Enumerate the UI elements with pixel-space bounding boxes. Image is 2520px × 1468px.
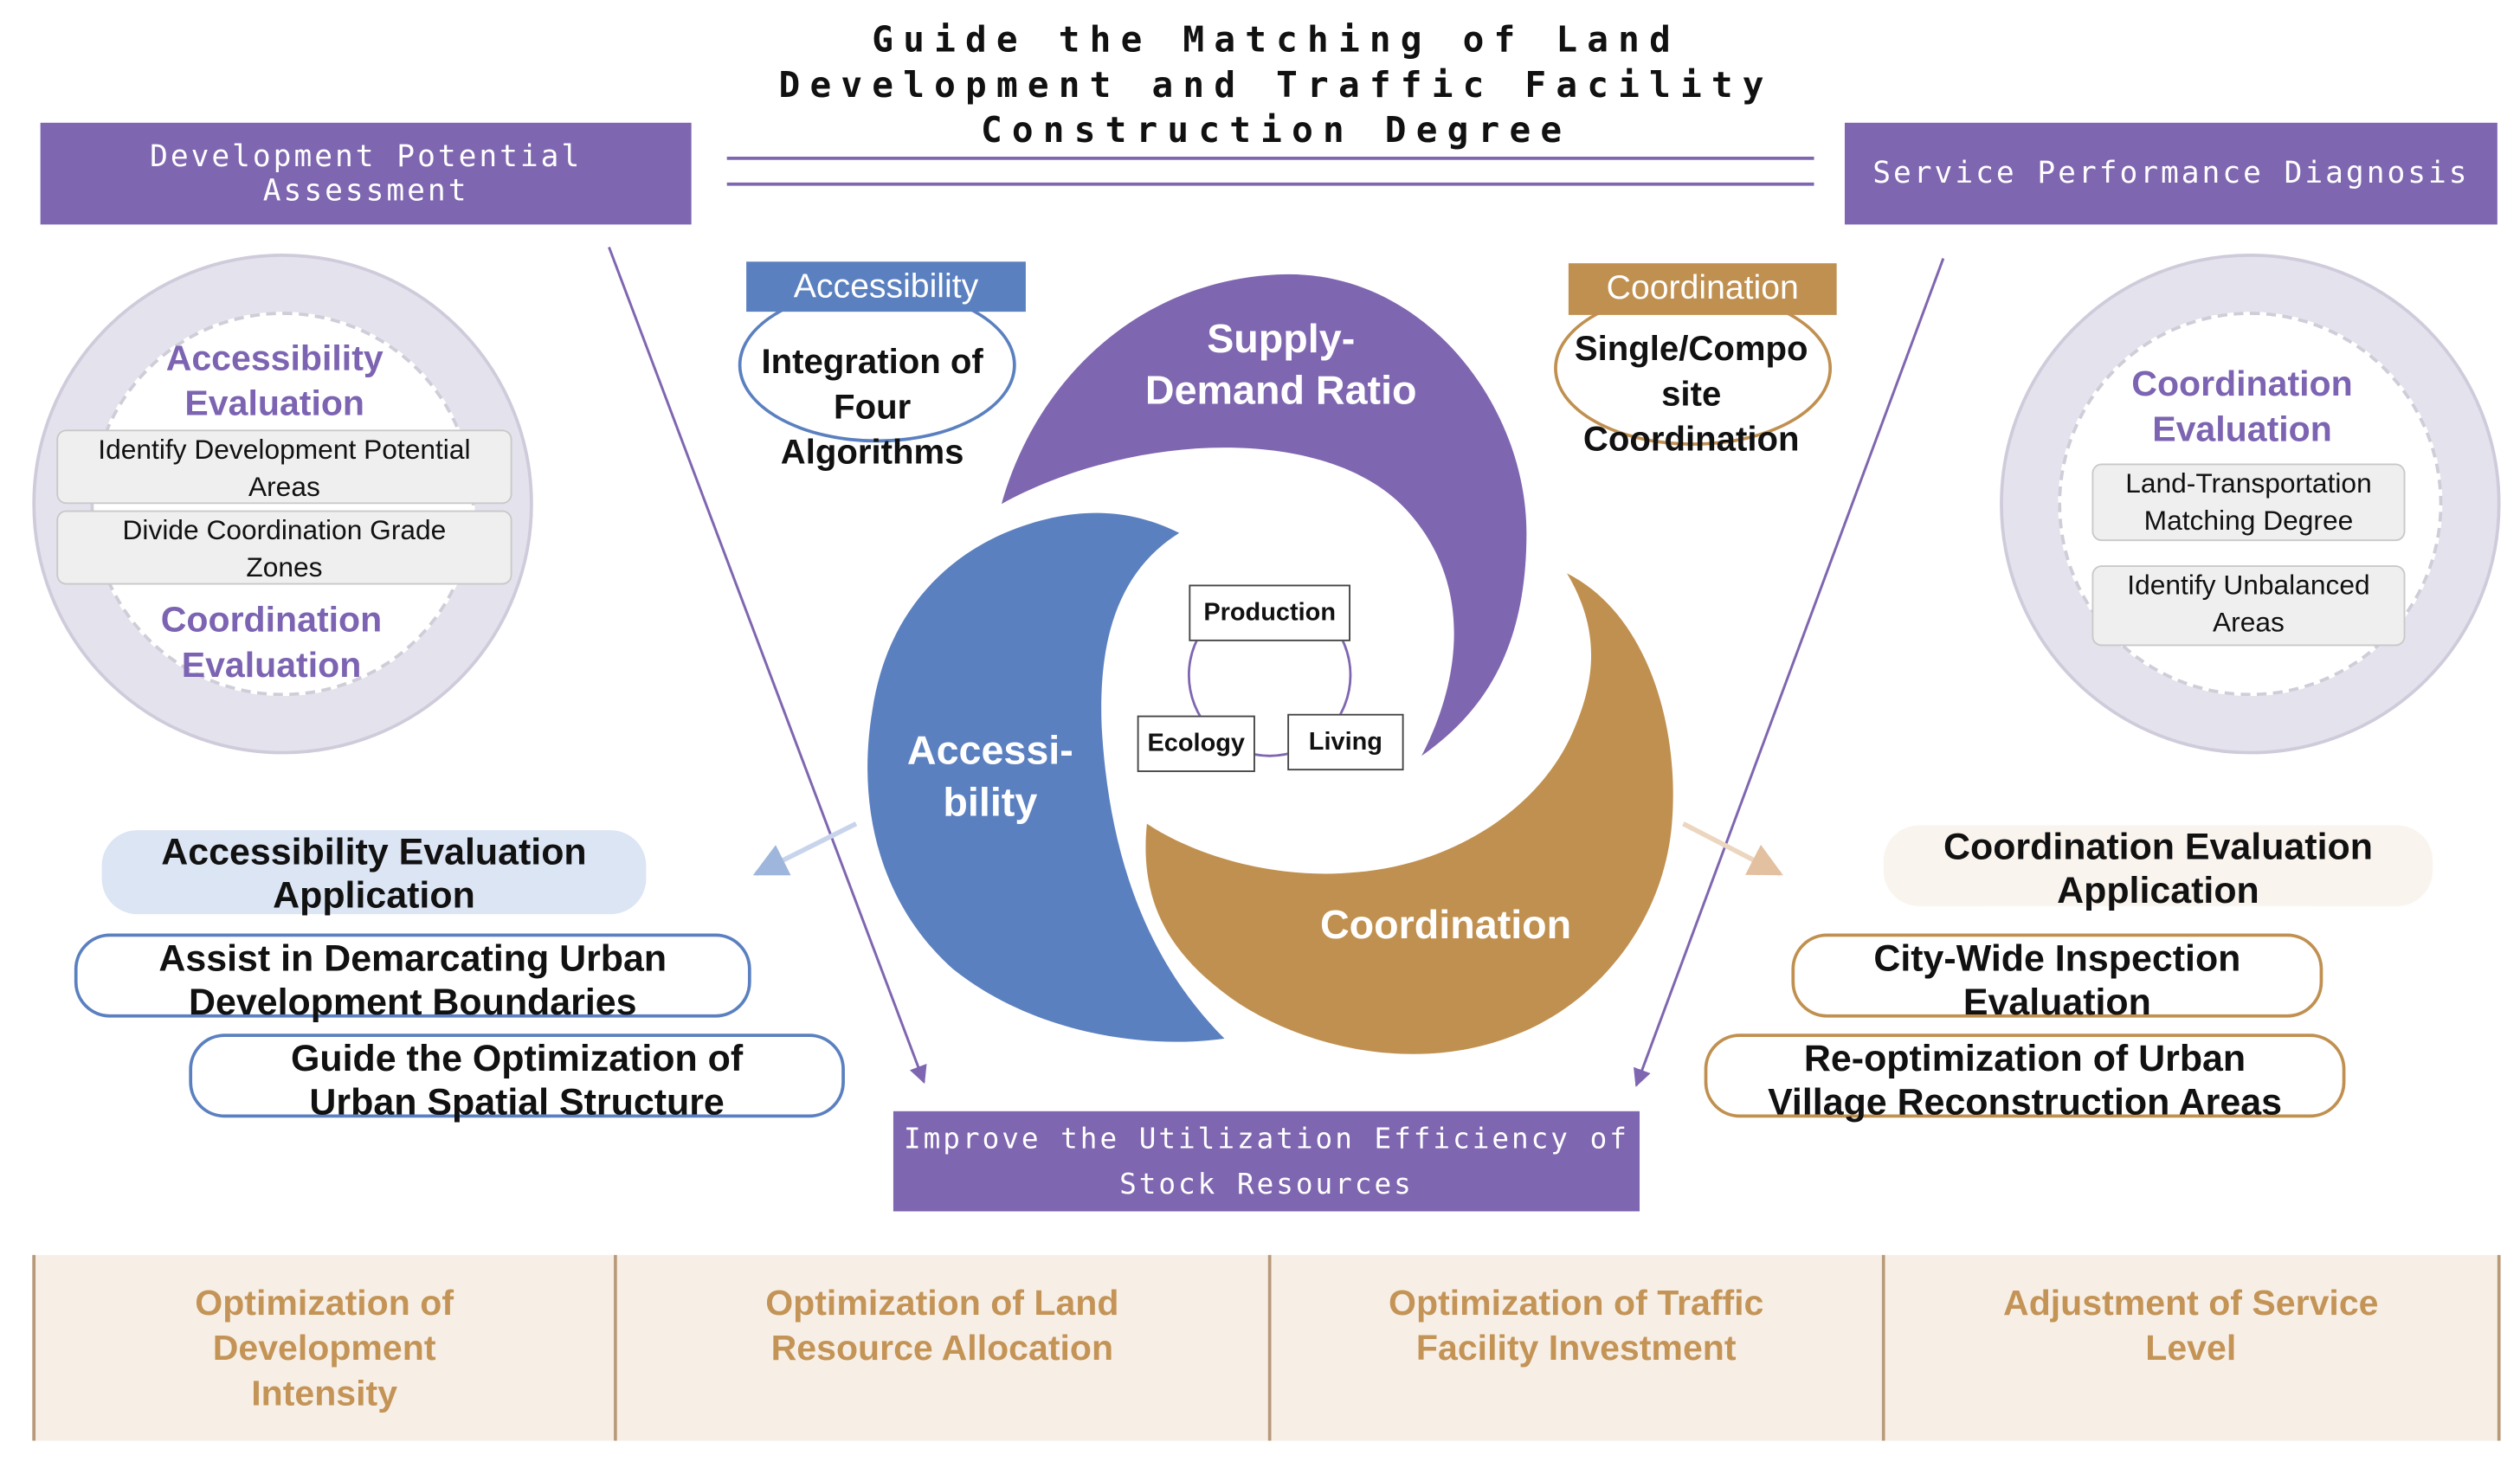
identify-potential-box: Identify Development Potential Areas	[56, 429, 512, 505]
divide-zones-box: Divide Coordination Grade Zones	[56, 510, 512, 585]
single-composite-text: Single/Compo site Coordination	[1574, 329, 1808, 459]
bottom-cell-service-level: Adjustment of Service Level	[1884, 1254, 2501, 1441]
left-diagonal-arrow	[608, 246, 927, 1085]
urban-village-item: Re-optimization of Urban Village Reconst…	[1704, 1033, 2346, 1123]
left-accessibility-evaluation-title: Accessibility Evaluation	[165, 337, 383, 423]
left-small-arrow	[752, 821, 858, 877]
left-evaluation-inner	[90, 312, 475, 697]
four-algorithms-text: Integration of Four Algorithms	[761, 342, 983, 472]
coordination-tag: Coordination	[1568, 263, 1837, 315]
bottom-row: Optimization of Development Intensity Op…	[32, 1254, 2501, 1441]
spatial-structure-item: Guide the Optimization of Urban Spatial …	[189, 1033, 845, 1123]
right-small-arrow	[1682, 821, 1783, 876]
coordination-label: Coordination	[1319, 903, 1572, 949]
right-diagonal-arrow	[1634, 258, 1945, 1087]
living-node: Living	[1287, 713, 1404, 771]
utilization-efficiency-bar: Improve the Utilization Efficiency of St…	[893, 1111, 1640, 1212]
coordination-application-title: Coordination Evaluation Application	[1883, 825, 2433, 911]
accessibility-tag: Accessibility	[746, 261, 1026, 312]
unbalanced-areas-box: Identify Unbalanced Areas	[2091, 565, 2406, 647]
header-development-potential: Development Potential Assessment	[40, 122, 692, 225]
production-node: Production	[1189, 584, 1350, 641]
accessibility-application-title: Accessibility Evaluation Application	[101, 830, 647, 916]
right-coordination-evaluation-title: Coordination Evaluation	[2131, 363, 2353, 449]
urban-boundaries-item: Assist in Demarcating Urban Development …	[74, 933, 751, 1022]
bottom-cell-land-resource: Optimization of Land Resource Allocation	[615, 1254, 1272, 1441]
accessibility-petal	[867, 512, 1225, 1042]
accessibility-label: Accessi- bility	[906, 728, 1073, 826]
header-service-performance: Service Performance Diagnosis	[1844, 122, 2497, 225]
left-coordination-evaluation-title: Coordination Evaluation	[160, 599, 383, 686]
city-wide-inspection-item: City-Wide Inspection Evaluation	[1791, 933, 2323, 1022]
ecology-node: Ecology	[1137, 715, 1255, 772]
coordination-petal	[1145, 573, 1673, 1054]
land-transport-box: Land-Transportation Matching Degree	[2091, 463, 2406, 542]
bottom-cell-traffic-facility: Optimization of Traffic Facility Investm…	[1271, 1254, 1885, 1441]
bottom-cell-development-intensity: Optimization of Development Intensity	[32, 1254, 616, 1441]
supply-demand-label: Supply- Demand Ratio	[1144, 316, 1417, 414]
title-underline	[726, 157, 1814, 186]
supply-demand-petal	[1001, 274, 1527, 757]
page-title: Guide the Matching of Land Development a…	[778, 21, 1774, 152]
